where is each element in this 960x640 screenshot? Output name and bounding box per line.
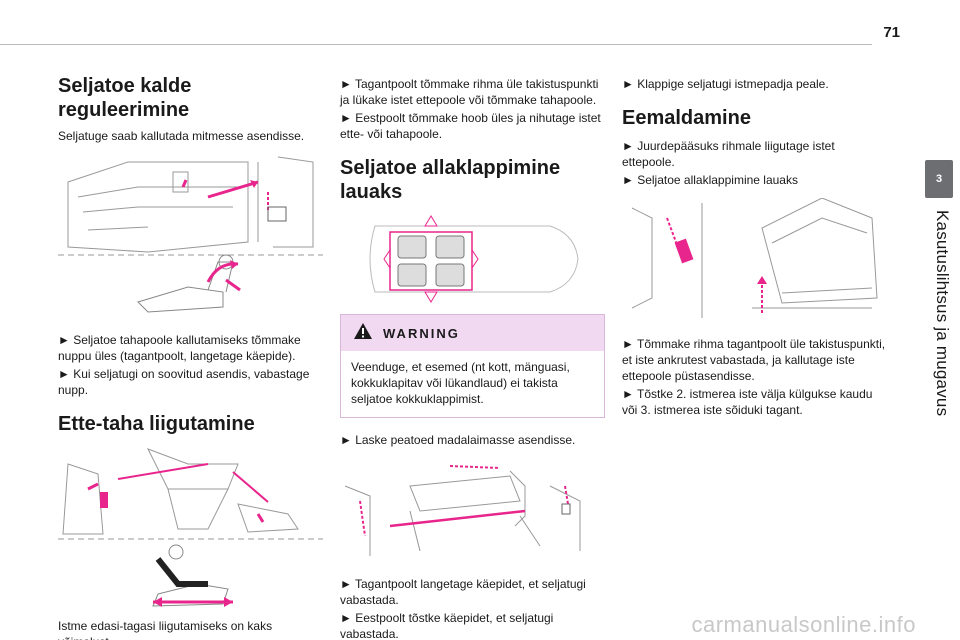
watermark: carmanualsonline.info [691,612,916,637]
warning-text: Veenduge, et esemed (nt kott, mänguasi, … [341,351,604,417]
fore-aft-step-2: ► Eestpoolt tõmmake hoob üles ja nihutag… [340,111,601,141]
recline-step-1: ► Seljatoe tahapoole kallutamiseks tõmma… [58,333,301,363]
fold-step-front-handle: ► Eestpoolt tõstke käepidet, et seljatug… [340,611,554,640]
fore-aft-step-1: ► Tagantpoolt tõmmake rihma üle takistus… [340,77,599,107]
section-heading-recline: Seljatoe kalde reguleerimine [58,75,192,121]
page-number: 71 [883,24,900,41]
warning-box: WARNING Veenduge, et esemed (nt kott, mä… [340,314,605,418]
removal-step-4: ► Tõstke 2. istmerea iste välja külgukse… [622,387,873,417]
chapter-side-tab: 3 Kasutuslihtsus ja mugavus [918,0,960,640]
warning-triangle-icon [353,322,373,345]
removal-step-3: ► Tõmmake rihma tagantpoolt üle takistus… [622,337,886,383]
section-heading-removal: Eemaldamine [622,107,751,129]
removal-illustration [622,198,887,328]
top-rule [0,44,872,45]
fold-step-onto-cushion: ► Klappige seljatugi istmepadja peale. [622,77,829,91]
chapter-title: Kasutuslihtsus ja mugavus [933,210,952,417]
recline-intro: Seljatuge saab kallutada mitmesse asendi… [58,129,305,143]
recline-step-2: ► Kui seljatugi on soovitud asendis, vab… [58,367,310,397]
fore-aft-intro: Istme edasi-tagasi liigutamiseks on kaks… [58,619,273,640]
column-2: ► Tagantpoolt tõmmake rihma üle takistus… [340,70,605,640]
removal-step-1: ► Juurdepääsuks rihmale liigutage istet … [622,139,835,169]
chapter-number-badge[interactable]: 3 [925,160,953,198]
fore-aft-illustration [58,444,323,614]
removal-step-2: ► Seljatoe allaklappimine lauaks [622,173,798,187]
warning-title: WARNING [383,325,460,341]
section-heading-fold-table: Seljatoe allaklappimine lauaks [340,157,561,203]
fold-step-headrests: ► Laske peatoed madalaimasse asendisse. [340,433,576,447]
recline-illustration [58,152,323,330]
section-heading-fore-aft: Ette-taha liigutamine [58,413,255,435]
seat-layout-diagram [340,214,605,304]
warning-header: WARNING [341,315,604,351]
column-3: ► Klappige seljatugi istmepadja peale. E… [622,70,887,418]
fold-step-rear-handle: ► Tagantpoolt langetage käepidet, et sel… [340,577,586,607]
column-1: Seljatoe kalde reguleerimine Seljatuge s… [58,70,323,640]
fold-illustration [340,456,605,566]
